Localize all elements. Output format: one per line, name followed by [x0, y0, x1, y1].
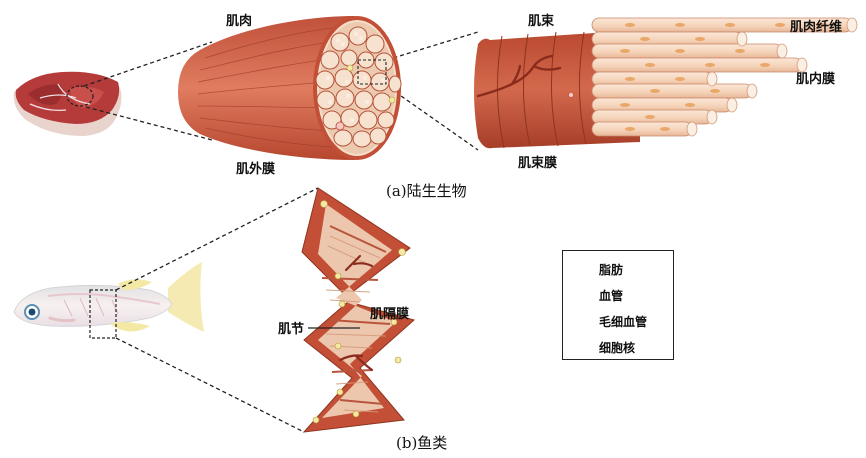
label-fascicle: 肌束 — [528, 10, 554, 29]
label-myoseptum: 肌隔膜 — [370, 303, 409, 322]
legend-label: 细胞核 — [599, 339, 635, 356]
legend-item-capillary: 毛细血管 — [563, 309, 673, 333]
label-epimysium: 肌外膜 — [236, 158, 275, 177]
label-myomere: 肌节 — [278, 318, 304, 337]
fish — [14, 262, 204, 338]
legend: 脂肪 血管 毛细血管 细胞核 — [562, 250, 674, 360]
legend-item-nucleus: 细胞核 — [563, 335, 673, 359]
legend-label: 毛细血管 — [599, 313, 647, 330]
label-endomysium: 肌内膜 — [796, 68, 835, 87]
steak — [14, 72, 122, 136]
legend-item-fat: 脂肪 — [563, 257, 673, 281]
legend-item-blood-vessel: 血管 — [563, 283, 673, 307]
label-muscle: 肌肉 — [226, 10, 252, 29]
caption-a: (a)陆生生物 — [386, 180, 467, 201]
legend-label: 血管 — [599, 287, 623, 304]
caption-b: (b)鱼类 — [396, 432, 447, 453]
muscle — [178, 16, 401, 160]
label-muscle-fiber: 肌肉纤维 — [790, 16, 842, 35]
legend-label: 脂肪 — [599, 261, 623, 278]
label-perimysium: 肌束膜 — [518, 152, 557, 171]
